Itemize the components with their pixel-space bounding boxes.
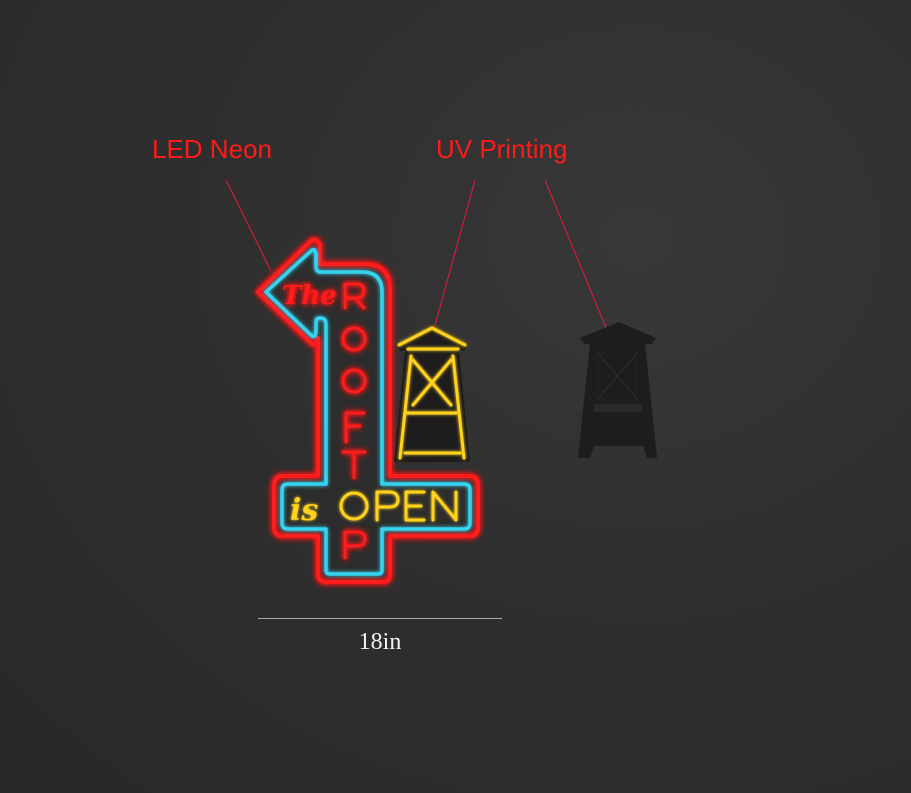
- callout-line-led: [225, 179, 272, 272]
- water-tower-uv-print: [578, 322, 657, 458]
- water-tower-neon: [394, 326, 470, 462]
- callout-line-uv-1: [430, 179, 476, 341]
- callout-line-uv-2: [544, 179, 612, 341]
- acrylic-backing: [258, 240, 476, 580]
- callout-uv-printing-label: UV Printing: [436, 134, 568, 164]
- neon-outline-red: [256, 237, 480, 584]
- callout-led-neon-label: LED Neon: [152, 134, 272, 164]
- width-dimension-label: 18in: [358, 629, 402, 655]
- neon-text-open: [339, 490, 458, 522]
- neon-outline-cyan: [264, 247, 472, 576]
- neon-text-the: The: [282, 281, 337, 311]
- neon-text-is: is: [290, 493, 318, 528]
- callout-lines: [225, 179, 612, 341]
- neon-text-rooftop: [341, 282, 367, 560]
- width-dimension-line: [258, 618, 502, 619]
